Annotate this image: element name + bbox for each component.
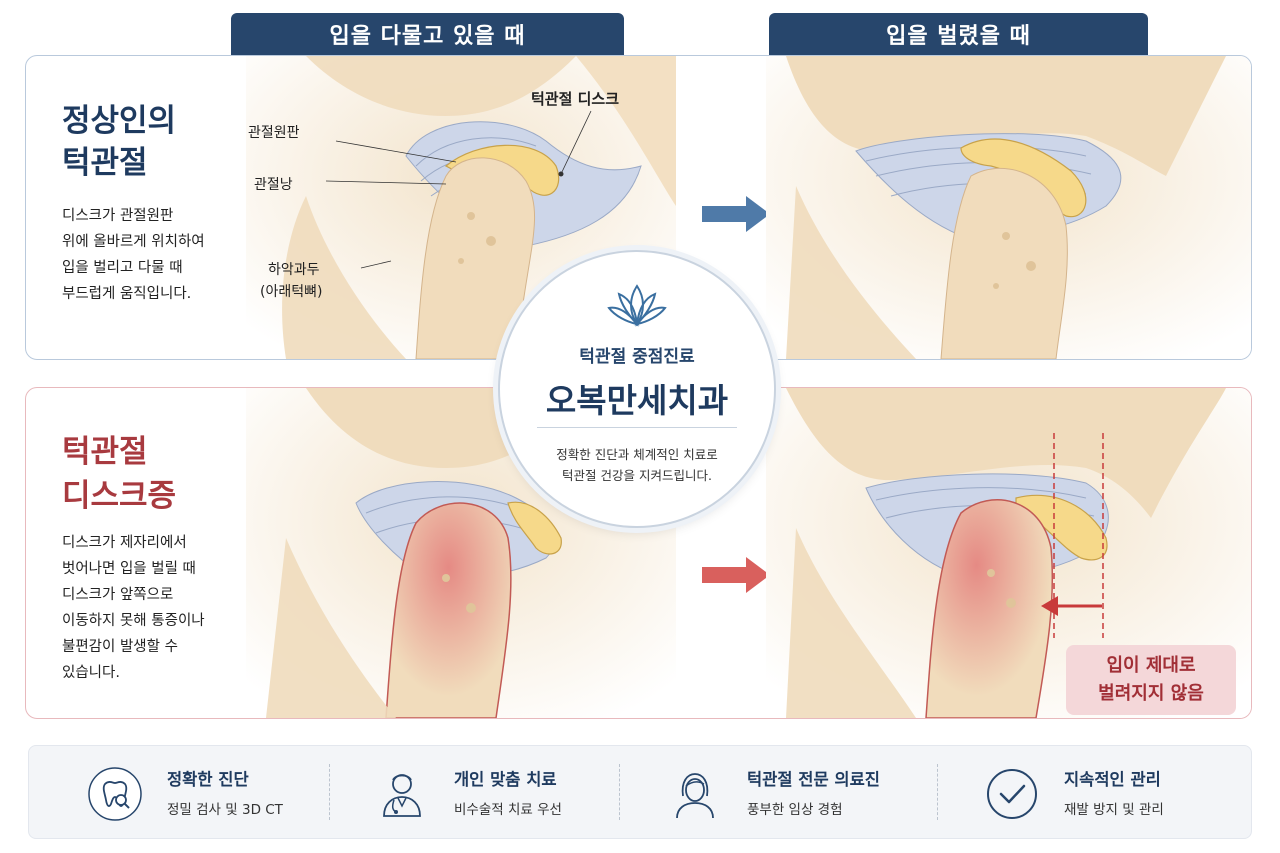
- disorder-closed-illustration: [246, 388, 676, 718]
- separator: [937, 764, 938, 820]
- check-circle-icon: [987, 769, 1037, 819]
- normal-description: 디스크가 관절원판 위에 올바르게 위치하여 입을 벌리고 다물 때 부드럽게 …: [62, 208, 205, 302]
- disorder-description: 디스크가 제자리에서 벗어나면 입을 벌릴 때 디스크가 앞쪽으로 이동하지 못…: [62, 535, 205, 681]
- label-articular-disc: 관절원판: [248, 125, 300, 141]
- feature-sub: 정밀 검사 및 3D CT: [167, 802, 283, 818]
- feature-title: 지속적인 관리: [1064, 770, 1161, 789]
- label-condyle-sub: (아래턱뼈): [260, 284, 323, 300]
- normal-title-line1: 정상인의: [62, 103, 177, 139]
- arrow-right-icon: [702, 196, 770, 232]
- disorder-title-line1: 턱관절: [62, 434, 148, 470]
- feature-sub: 비수술적 치료 우선: [454, 802, 562, 818]
- doctor-icon: [383, 774, 421, 817]
- normal-closed-illustration: [246, 56, 676, 359]
- feature-title: 정확한 진단: [167, 770, 249, 789]
- clinic-subtitle: 턱관절 중점진료: [579, 347, 695, 367]
- feature-sub: 재발 방지 및 관리: [1064, 802, 1164, 818]
- warning-box: 입이 제대로 벌려지지 않음: [1066, 645, 1236, 715]
- specialist-icon: [676, 773, 714, 819]
- clinic-tagline: 정확한 진단과 체계적인 치료로 턱관절 건강을 지켜드립니다.: [556, 447, 718, 483]
- normal-title-line2: 턱관절: [62, 145, 148, 181]
- features-bar: 정확한 진단 정밀 검사 및 3D CT 개인 맞춤 치료 비수술적 치료 우선…: [28, 745, 1252, 839]
- feature-title: 턱관절 전문 의료진: [747, 770, 880, 789]
- label-capsule: 관절낭: [254, 177, 293, 193]
- header-closed: 입을 다물고 있을 때: [231, 13, 624, 55]
- divider: [537, 427, 737, 428]
- lotus-icon: [607, 284, 667, 327]
- separator: [329, 764, 330, 820]
- normal-panel: 정상인의 턱관절 디스크가 관절원판 위에 올바르게 위치하여 입을 벌리고 다…: [25, 55, 1252, 360]
- clinic-name: 오복만세치과: [545, 381, 729, 420]
- feature-title: 개인 맞춤 치료: [454, 770, 557, 789]
- arrow-right-red-icon: [702, 557, 770, 593]
- separator: [619, 764, 620, 820]
- disorder-title-line2: 디스크증: [62, 478, 177, 514]
- label-disc: 턱관절 디스크: [531, 90, 620, 108]
- feature-sub: 풍부한 임상 경험: [747, 802, 843, 818]
- tooth-search-icon: [88, 767, 142, 821]
- label-condyle: 하악과두: [268, 262, 320, 278]
- header-open: 입을 벌렸을 때: [769, 13, 1148, 55]
- normal-open-illustration: [766, 56, 1251, 359]
- clinic-badge: 턱관절 중점진료 오복만세치과 정확한 진단과 체계적인 치료로 턱관절 건강을…: [498, 250, 776, 528]
